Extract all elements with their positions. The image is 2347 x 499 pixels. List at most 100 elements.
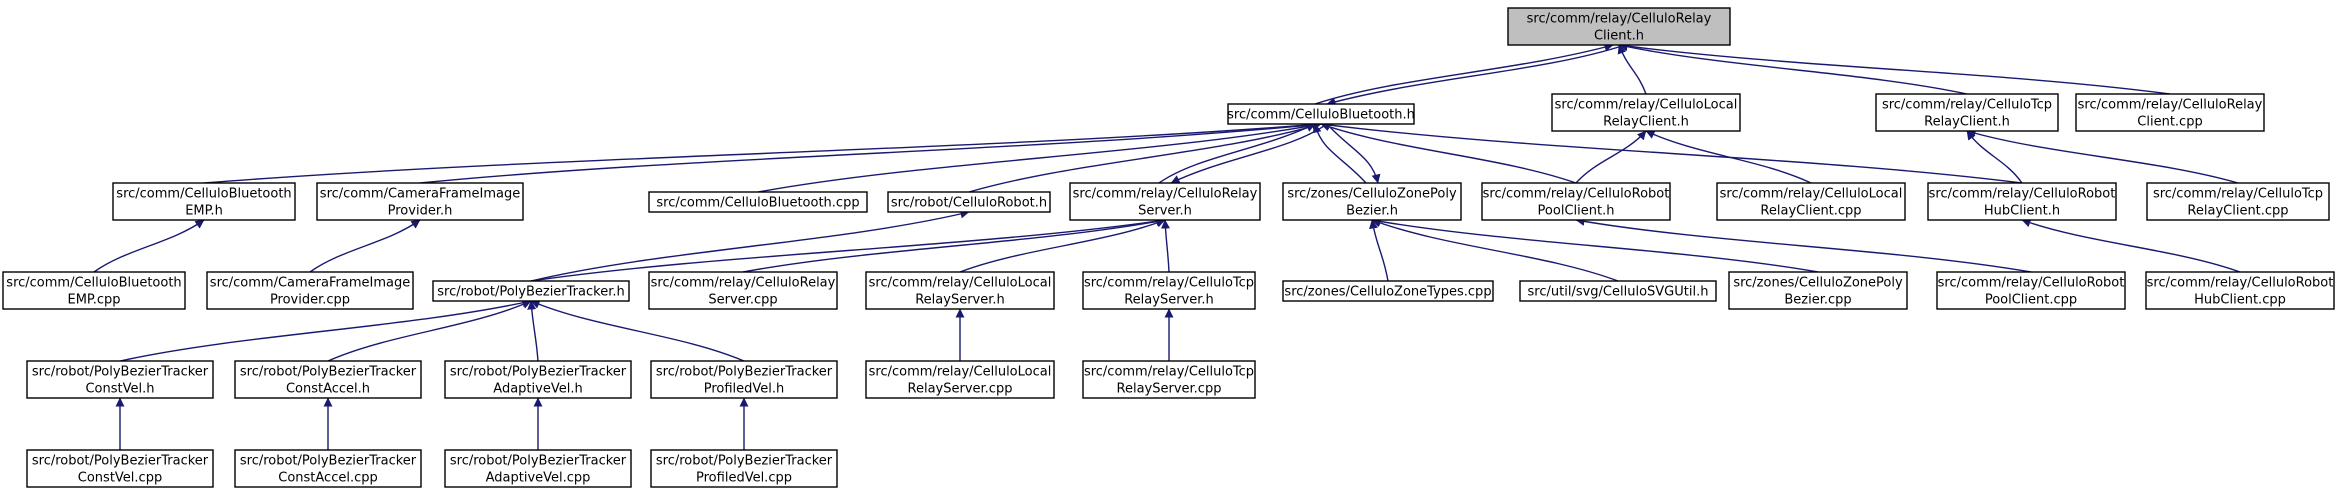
node-label: src/robot/CelluloRobot.h (891, 196, 1047, 211)
node-polybezier-h[interactable]: src/robot/PolyBezierTracker.h (432, 280, 630, 302)
node-box (1507, 7, 1731, 46)
node-box (648, 191, 868, 213)
node-box (1082, 271, 1256, 310)
node-label: Client.cpp (2137, 115, 2202, 130)
node-label: src/zones/CelluloZoneTypes.cpp (1284, 285, 1491, 300)
node-label: src/comm/relay/CelluloLocal (869, 276, 1052, 291)
edge-robothub-h-to-tcprelayclient-h (1966, 130, 2023, 184)
node-label: src/robot/PolyBezierTracker (240, 454, 417, 469)
node-label: src/comm/CelluloBluetooth (116, 187, 291, 202)
edge-bluetooth-h-to-relayclient-h (1314, 42, 1614, 105)
edge-robotpool-cpp-to-robotpool-h (1575, 217, 2032, 273)
node-label: src/robot/PolyBezierTracker (656, 365, 833, 380)
edge-line (1320, 122, 1577, 184)
node-box (1227, 103, 1415, 125)
edge-line (530, 300, 745, 362)
node-box (1936, 271, 2126, 310)
node-label: Provider.h (388, 204, 453, 219)
edge-line (527, 300, 539, 362)
edge-line (1966, 130, 2023, 184)
node-robot-h[interactable]: src/robot/CelluloRobot.h (887, 191, 1051, 213)
node-label: src/comm/relay/CelluloLocal (1720, 187, 1903, 202)
edge-robothub-cpp-to-robothub-h (2021, 218, 2241, 273)
node-label: PoolClient.h (1538, 204, 1615, 219)
edge-line (530, 216, 1166, 282)
node-label: src/comm/relay/CelluloRobot (1929, 187, 2116, 202)
edge-bluetooth-h-to-zonepoly-h (1326, 123, 1381, 184)
node-label: src/comm/relay/CelluloTcp (1084, 276, 1254, 291)
edge-line (1575, 130, 1647, 184)
node-profiledvel-cpp[interactable]: src/robot/PolyBezierTrackerProfiledVel.c… (650, 449, 838, 488)
edge-constvel-h-to-polybezier-h (119, 298, 532, 362)
edge-polybezier-h-to-robot-h (530, 209, 970, 282)
node-label: src/comm/CelluloBluetooth (6, 276, 181, 291)
edge-line (757, 121, 1322, 193)
edge-line (1320, 120, 2023, 184)
node-localrelayclient-cpp[interactable]: src/comm/relay/CelluloLocalRelayClient.c… (1716, 182, 1906, 221)
edge-line (742, 217, 1166, 273)
edge-bluetooth-cpp-to-bluetooth-h (757, 121, 1322, 193)
node-svgutil-h[interactable]: src/util/svg/CelluloSVGUtil.h (1519, 280, 1717, 302)
node-box (444, 360, 632, 399)
node-label: Server.cpp (708, 293, 777, 308)
node-box (2, 271, 186, 310)
node-box (234, 360, 422, 399)
node-label: Bezier.cpp (1784, 293, 1851, 308)
node-label: Bezier.h (1346, 204, 1398, 219)
node-label: src/comm/relay/CelluloRobot (2147, 276, 2334, 291)
node-robotpool-cpp[interactable]: src/comm/relay/CelluloRobotPoolClient.cp… (1936, 271, 2126, 310)
node-bluetooth-cpp[interactable]: src/comm/CelluloBluetooth.cpp (648, 191, 868, 213)
node-localrelayserver-cpp[interactable]: src/comm/relay/CelluloLocalRelayServer.c… (865, 360, 1055, 399)
edge-line (93, 219, 205, 273)
edge-bluetoothemp-cpp-to-bluetoothemp-h (93, 219, 205, 273)
node-constaccel-cpp[interactable]: src/robot/PolyBezierTrackerConstAccel.cp… (234, 449, 422, 488)
node-label: ProfiledVel.h (704, 382, 785, 397)
node-zonetypes-cpp[interactable]: src/zones/CelluloZoneTypes.cpp (1282, 280, 1494, 302)
node-label: PoolClient.cpp (1985, 293, 2077, 308)
edge-relayserver-cpp-to-relayserver-h (742, 217, 1166, 273)
edge-line (2021, 218, 2241, 273)
node-label: src/comm/relay/CelluloRobot (1938, 276, 2125, 291)
node-label: src/comm/relay/CelluloLocal (869, 365, 1052, 380)
node-label: EMP.cpp (67, 293, 120, 308)
edge-bluetoothemp-h-to-bluetooth-h (203, 120, 1322, 184)
node-bluetooth-h[interactable]: src/comm/CelluloBluetooth.h (1227, 103, 1415, 125)
edge-zonepoly-cpp-to-zonepoly-h (1371, 217, 1819, 273)
edge-robotpool-h-to-localrelayclient-h (1575, 130, 1647, 184)
node-box (206, 271, 414, 310)
node-adaptivevel-cpp[interactable]: src/robot/PolyBezierTrackerAdaptiveVel.c… (444, 449, 632, 488)
edge-line (419, 120, 1322, 184)
edge-relayclient-cpp-to-relayclient-h (1618, 41, 2171, 95)
edge-cameraframe-h-to-bluetooth-h (419, 120, 1322, 184)
node-box (1551, 93, 1741, 132)
node-label: src/comm/CameraFrameImage (210, 276, 410, 291)
node-box (650, 449, 838, 488)
edge-line (1575, 217, 2032, 273)
node-label: src/robot/PolyBezierTracker (450, 365, 627, 380)
